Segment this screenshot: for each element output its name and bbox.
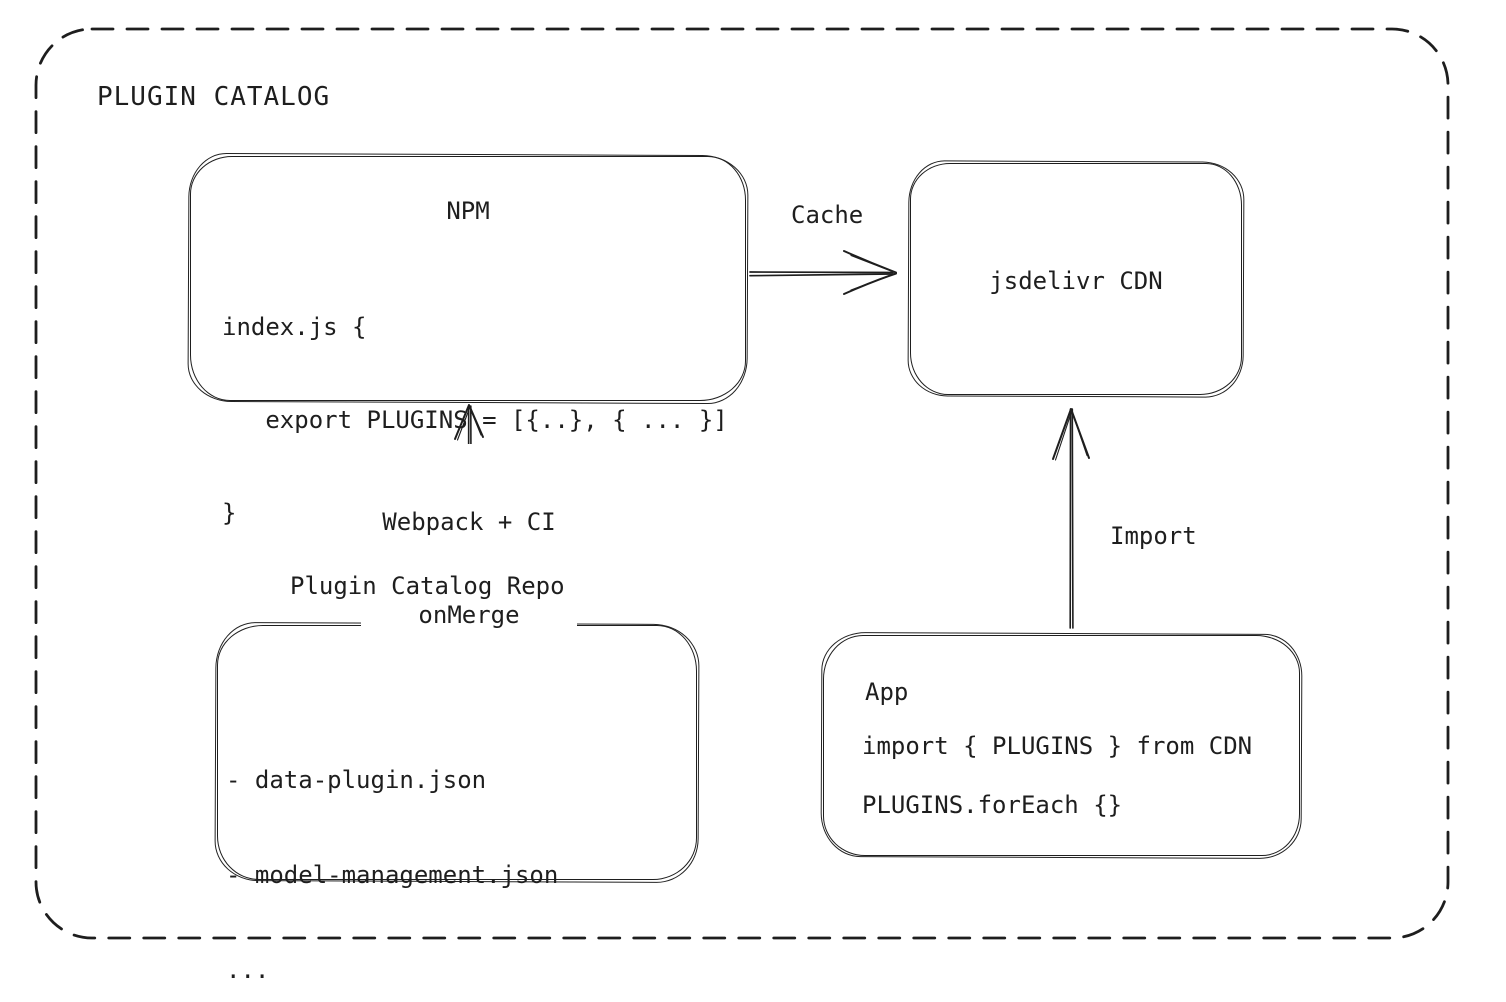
repo-file-list: - data-plugin.json - model-management.js… xyxy=(226,702,558,1002)
cache-edge-label: Cache xyxy=(791,201,864,229)
repo-file: ... xyxy=(226,956,270,984)
import-arrowhead xyxy=(1052,408,1090,460)
app-title: App xyxy=(865,678,909,706)
build-edge-label: Webpack + CI onMerge xyxy=(361,444,577,694)
repo-title: Plugin Catalog Repo xyxy=(290,572,565,600)
import-edge-label: Import xyxy=(1110,522,1197,550)
diagram-title: PLUGIN CATALOG xyxy=(97,82,331,112)
npm-code-line: index.js { xyxy=(222,313,367,341)
build-arrowhead xyxy=(454,404,484,440)
repo-file: - data-plugin.json xyxy=(226,766,487,794)
node-npm xyxy=(190,156,746,401)
import-arrow xyxy=(1052,408,1090,629)
npm-code: index.js { export PLUGINS = [{..}, { ...… xyxy=(222,250,728,591)
repo-file: - model-management.json xyxy=(226,861,559,889)
build-edge-label-line: Webpack + CI xyxy=(382,508,556,536)
cache-arrow xyxy=(749,250,897,295)
npm-title: NPM xyxy=(446,197,490,225)
npm-code-line: export PLUGINS = [{..}, { ... }] xyxy=(222,406,728,434)
app-code-line: PLUGINS.forEach {} xyxy=(862,791,1123,819)
npm-code-line: } xyxy=(222,499,237,527)
app-code-line: import { PLUGINS } from CDN xyxy=(862,732,1253,760)
cdn-title: jsdelivr CDN xyxy=(989,267,1163,295)
catalog-frame-border xyxy=(34,27,1450,940)
node-app xyxy=(823,635,1300,856)
build-edge-label-line: onMerge xyxy=(418,601,520,629)
node-cdn xyxy=(910,163,1242,395)
